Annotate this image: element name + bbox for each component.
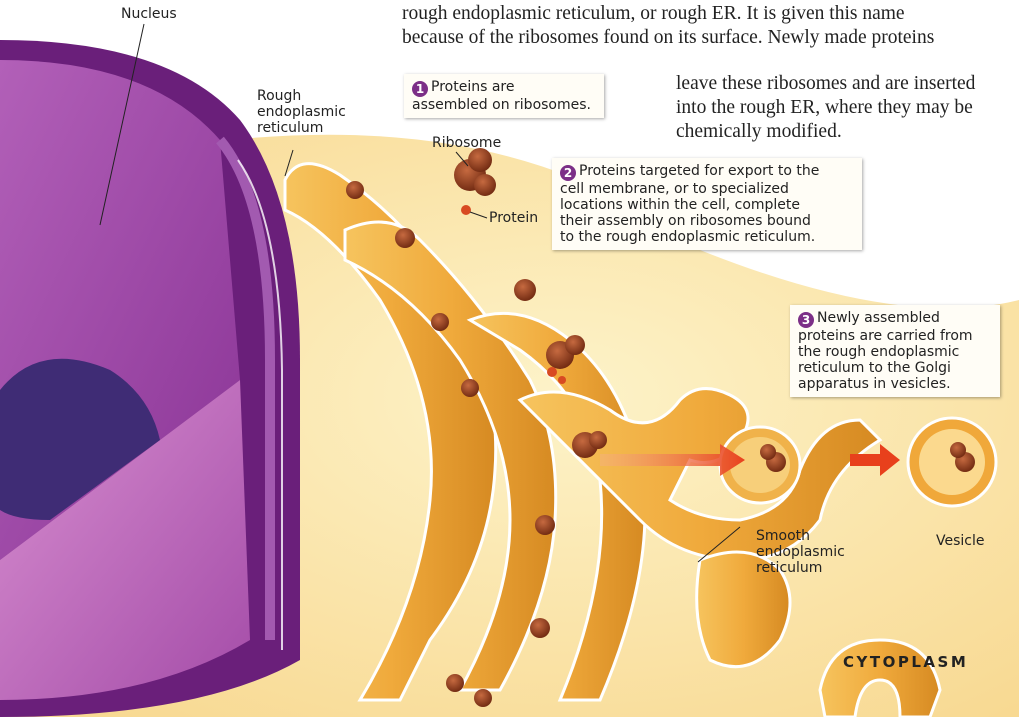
label-smooth-er: Smooth endoplasmic reticulum [756, 528, 845, 576]
label-smooth-er-line-2: endoplasmic [756, 544, 845, 560]
step-3-line-3: the rough endoplasmic [798, 344, 992, 360]
label-cytoplasm: CYTOPLASM [843, 653, 968, 671]
step-2-line-4: their assembly on ribosomes bound [560, 213, 854, 229]
step-2-line-5: to the rough endoplasmic reticulum. [560, 229, 854, 245]
step-3-line-1: Newly assembled [817, 310, 940, 326]
label-smooth-er-line-3: reticulum [756, 560, 845, 576]
step-1-line-1: Proteins are [431, 79, 514, 95]
step-2-badge: 2 [560, 165, 576, 181]
step-2-line-2: cell membrane, or to specialized [560, 181, 854, 197]
intro-line-2: because of the ribosomes found on its su… [402, 26, 934, 50]
label-smooth-er-line-1: Smooth [756, 528, 845, 544]
label-ribosome: Ribosome [432, 135, 501, 151]
step-2-line-3: locations within the cell, complete [560, 197, 854, 213]
step-1-line-2: assembled on ribosomes. [412, 97, 596, 113]
label-vesicle: Vesicle [936, 533, 985, 549]
vesicle-shape [908, 418, 996, 506]
intro-line-1: rough endoplasmic reticulum, or rough ER… [402, 2, 905, 26]
step-3-line-4: reticulum to the Golgi [798, 360, 992, 376]
intro-line-3: leave these ribosomes and are inserted [676, 72, 975, 96]
step-3-line-2: proteins are carried from [798, 328, 992, 344]
intro-line-4: into the rough ER, where they may be [676, 96, 973, 120]
label-rough-er: Rough endoplasmic reticulum [257, 88, 346, 136]
step-1-badge: 1 [412, 81, 428, 97]
step-3-line-5: apparatus in vesicles. [798, 376, 992, 392]
step-3-badge: 3 [798, 312, 814, 328]
step-2-line-1: Proteins targeted for export to the [579, 163, 819, 179]
label-protein: Protein [489, 210, 538, 226]
label-rough-er-line-3: reticulum [257, 120, 346, 136]
label-nucleus: Nucleus [121, 6, 177, 22]
label-rough-er-line-1: Rough [257, 88, 346, 104]
label-rough-er-line-2: endoplasmic [257, 104, 346, 120]
intro-line-5: chemically modified. [676, 120, 842, 144]
